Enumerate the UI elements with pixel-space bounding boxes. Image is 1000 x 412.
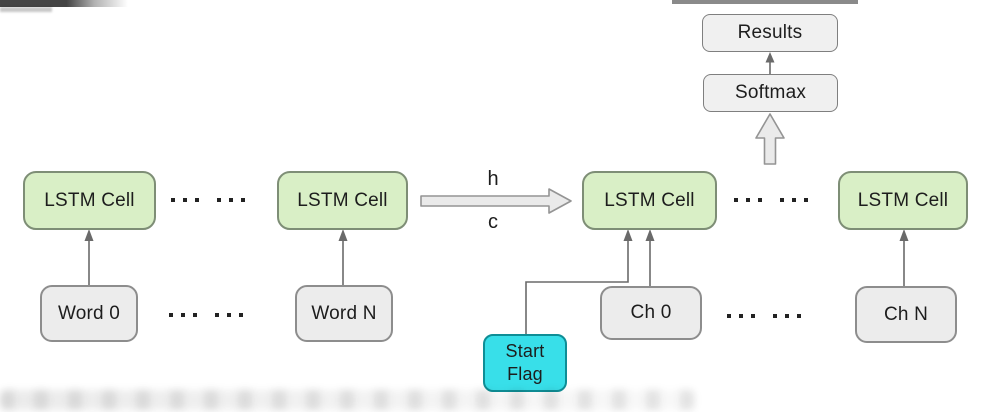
state-transfer-arrow <box>420 188 572 214</box>
input-word-n: Word N <box>295 285 393 342</box>
arrowhead-ch0 <box>645 229 655 241</box>
frame-artifact-top-left <box>0 0 128 7</box>
input-ch-n: Ch N <box>855 286 957 343</box>
cell-state-label: c <box>488 211 498 233</box>
arrowhead-chN <box>899 229 909 241</box>
input-ch-0: Ch 0 <box>600 286 702 340</box>
input-word-0: Word 0 <box>40 285 138 342</box>
lstm-cell-2: LSTM Cell <box>277 171 408 230</box>
softmax-node: Softmax <box>703 74 838 112</box>
lstm-cell-3: LSTM Cell <box>582 171 717 230</box>
ellipsis-dots <box>171 197 245 203</box>
frame-artifact-top-left-2 <box>0 7 52 12</box>
ellipsis-dots <box>734 197 808 203</box>
results-node: Results <box>702 14 838 52</box>
arrowhead-softmax <box>765 52 775 63</box>
arrowhead-startflag <box>623 229 633 241</box>
frame-artifact-bottom <box>0 390 695 410</box>
ellipsis-dots <box>169 312 243 318</box>
start-flag-node: Start Flag <box>483 334 567 392</box>
lstm-to-softmax-arrow <box>755 113 785 165</box>
frame-artifact-top-right <box>672 0 858 4</box>
arrowhead-word0 <box>84 229 94 241</box>
lstm-cell-1: LSTM Cell <box>23 171 156 230</box>
lstm-cell-4: LSTM Cell <box>838 171 968 230</box>
ellipsis-dots <box>727 313 801 319</box>
arrowhead-wordN <box>338 229 348 241</box>
hidden-state-label: h <box>487 168 499 190</box>
